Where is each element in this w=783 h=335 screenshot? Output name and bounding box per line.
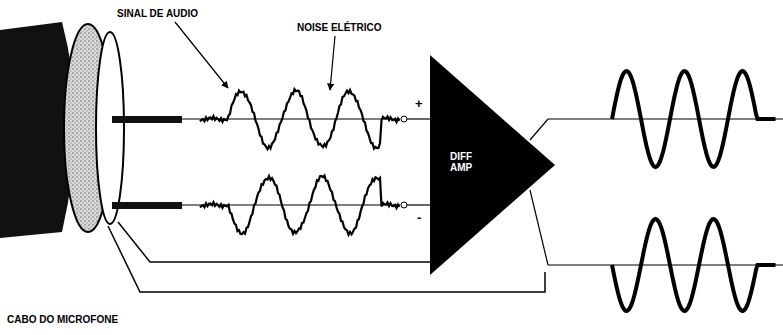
amp-label: DIFF AMP [450, 151, 484, 173]
pin-sign: - [416, 212, 422, 224]
callout-label: CABO DO MICROFONE [6, 314, 119, 326]
signal-wave [612, 219, 776, 311]
signal-wave [200, 89, 400, 149]
callout-label: NOISE ELÉTRICO [296, 22, 382, 34]
pin [112, 202, 182, 209]
shield-wire [118, 222, 430, 262]
callout-label: SINAL DE AUDIO [116, 8, 199, 20]
signal-wave [612, 71, 776, 167]
output-line [548, 264, 783, 265]
terminal [401, 202, 407, 208]
signal-wave [200, 175, 400, 234]
diff-amp-triangle: DIFF AMP [430, 55, 555, 275]
mic-face [96, 32, 124, 224]
amp-outline [430, 55, 555, 275]
wire [407, 118, 432, 119]
output-line [548, 118, 783, 119]
output-line [530, 190, 548, 265]
output-line [530, 119, 548, 140]
wire [407, 204, 432, 205]
pin [112, 116, 182, 123]
pin-sign: + [414, 98, 424, 110]
shield-wire [108, 226, 545, 292]
terminal [401, 116, 407, 122]
leader-line [175, 22, 228, 88]
leader-line [330, 36, 335, 90]
